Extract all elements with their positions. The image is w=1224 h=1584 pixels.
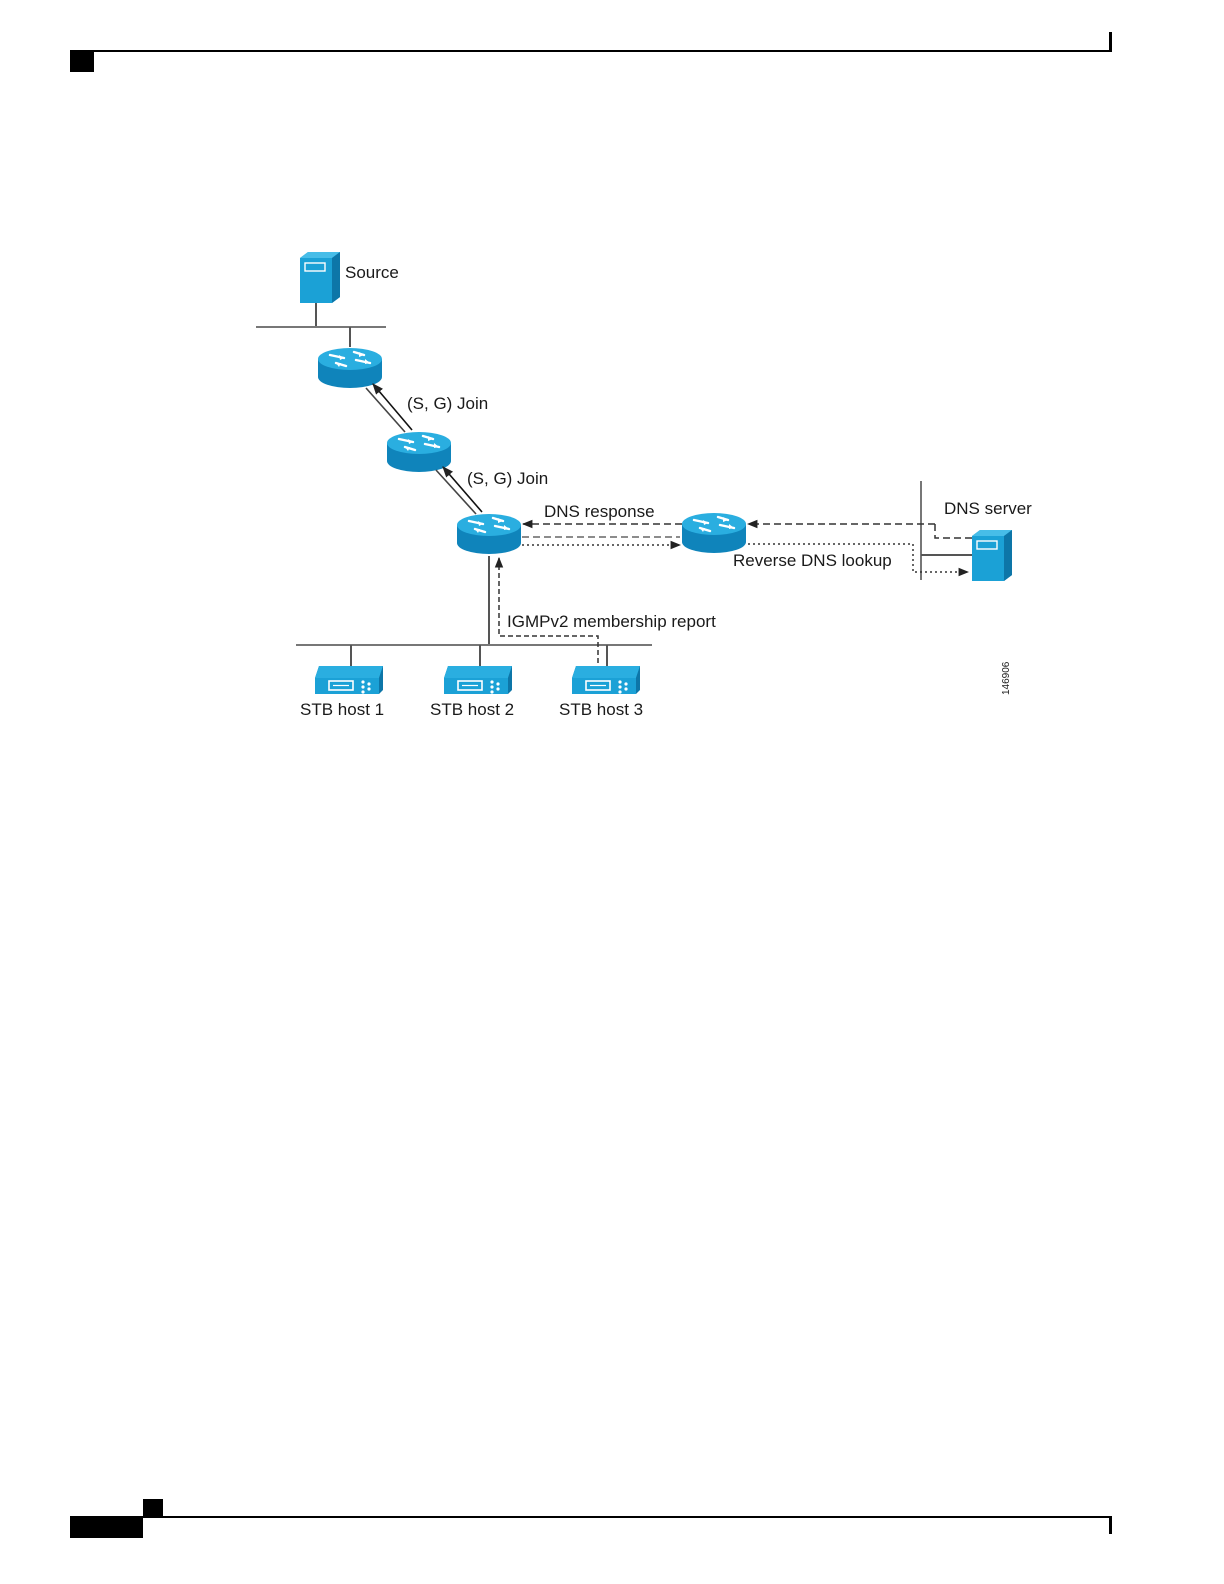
stb-host-1-label: STB host 1: [300, 700, 384, 719]
join-label-lower: (S, G) Join: [467, 469, 548, 488]
source-label: Source: [345, 263, 399, 282]
link-top-middle: [366, 388, 405, 432]
router-middle-icon: [387, 432, 451, 472]
figure-id: 146906: [1001, 661, 1012, 695]
dns-server-icon: [972, 530, 1012, 581]
stb-host-1-icon: [315, 666, 383, 694]
stb-host-3-icon: [572, 666, 640, 694]
dns-response-source-path: [935, 524, 972, 538]
source-server-icon: [300, 252, 340, 303]
dns-server-label: DNS server: [944, 499, 1032, 518]
router-edge-icon: [457, 514, 521, 554]
router-top-icon: [318, 348, 382, 388]
igmp-report-label: IGMPv2 membership report: [507, 612, 716, 631]
reverse-dns-label: Reverse DNS lookup: [733, 551, 892, 570]
stb-host-2-icon: [444, 666, 512, 694]
router-dns-icon: [682, 513, 746, 553]
stb-host-2-label: STB host 2: [430, 700, 514, 719]
join-label-upper: (S, G) Join: [407, 394, 488, 413]
stb-host-3-label: STB host 3: [559, 700, 643, 719]
igmp-report-arrow: [499, 558, 598, 663]
dns-response-label: DNS response: [544, 502, 655, 521]
